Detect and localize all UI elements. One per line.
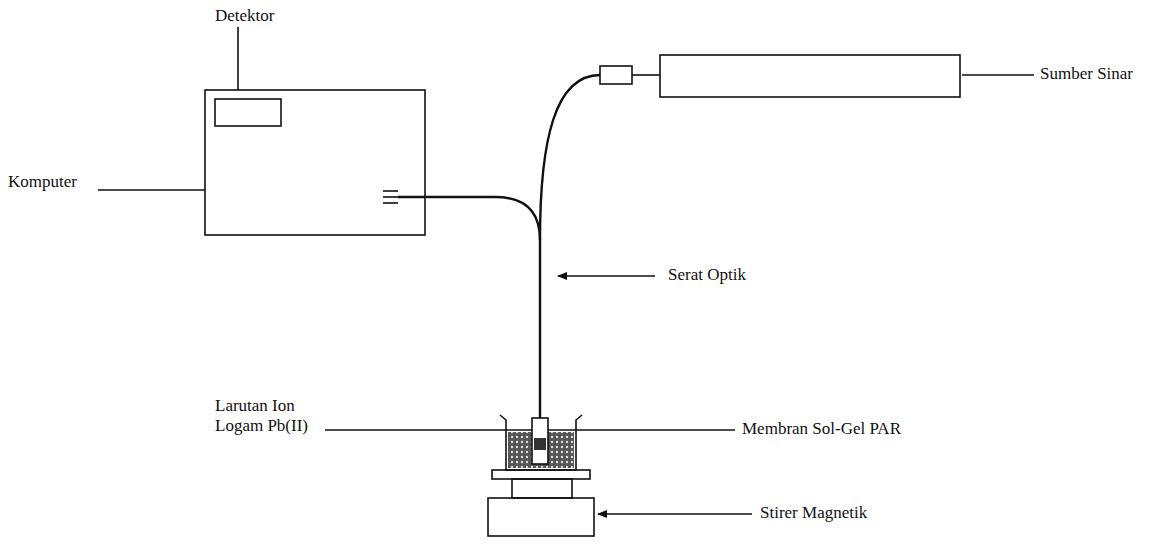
stirrer-neck — [512, 479, 572, 498]
detector-display — [215, 99, 281, 126]
part-label: Larutan Ion Logam Pb(II) — [215, 396, 323, 437]
sol-gel-membrane-probe — [532, 418, 548, 464]
leader-line — [325, 429, 735, 431]
fiber-port — [383, 191, 398, 203]
leader-line — [98, 189, 205, 191]
detector-box — [205, 90, 425, 235]
light-source-box — [660, 55, 960, 97]
optical-fiber — [540, 75, 600, 240]
part-label: Serat Optik — [668, 265, 746, 285]
part-label: Stirer Magnetik — [760, 503, 867, 523]
sol-gel-membrane — [534, 438, 546, 450]
stirrer-plate — [492, 470, 590, 479]
magnetic-stirrer — [488, 498, 594, 536]
fiber-connector — [632, 74, 660, 76]
beaker — [500, 415, 582, 470]
part-label: Membran Sol-Gel PAR — [742, 419, 901, 439]
fiber-connector — [600, 66, 632, 84]
part-label: Sumber Sinar — [1040, 64, 1133, 84]
part-label: Detektor — [215, 6, 274, 26]
leader-arrow — [598, 513, 752, 515]
leader-line — [962, 74, 1034, 76]
optical-fiber — [398, 197, 540, 425]
leader-line — [237, 27, 239, 90]
part-label: Komputer — [8, 172, 77, 192]
leader-arrow — [558, 275, 655, 277]
